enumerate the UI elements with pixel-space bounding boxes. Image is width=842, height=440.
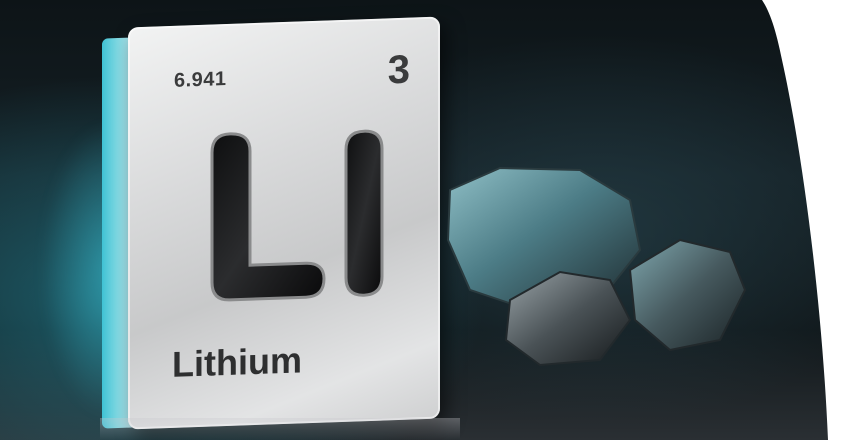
rock-large — [446, 166, 642, 312]
element-tile: 6.941 3 LI Lithium — [128, 16, 440, 430]
tile-reflection — [100, 418, 460, 440]
symbol-letter-i — [344, 129, 384, 297]
atomic-mass: 6.941 — [174, 68, 227, 92]
symbol-letter-l — [210, 132, 326, 302]
element-symbol: LI — [210, 129, 384, 302]
element-name: Lithium — [172, 339, 302, 385]
rock-small-left — [504, 270, 632, 367]
atomic-number: 3 — [387, 47, 410, 93]
lithium-rocks — [446, 166, 747, 367]
element-symbol-text: LI — [298, 228, 300, 230]
rock-small-right — [628, 238, 747, 352]
white-corner-background — [762, 0, 842, 440]
